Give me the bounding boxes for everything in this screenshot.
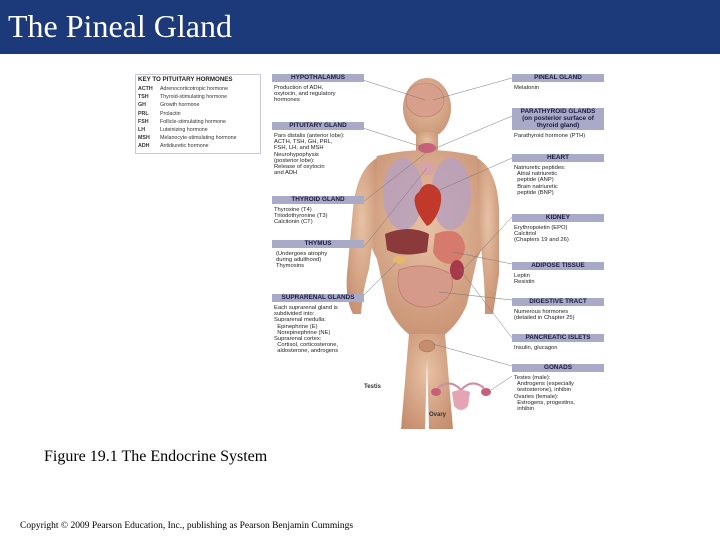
thyroid-shape [418, 143, 436, 153]
liver-shape [385, 229, 429, 255]
pituitary-text: Pars distalis (anterior lobe): ACTH, TSH… [274, 133, 345, 177]
key-abbr: ACTH [138, 86, 153, 92]
pineal-text: Melatonin [514, 85, 540, 91]
kidney-box: KIDNEY Erythropoietin (EPO) Calcitriol (… [512, 214, 604, 250]
leader-lines [362, 77, 513, 391]
key-abbr: FSH [138, 118, 149, 125]
adipose-box: ADIPOSE TISSUE Leptin Resistin [512, 262, 604, 290]
gonads-heading: GONADS [512, 364, 604, 372]
digestive-heading: DIGESTIVE TRACT [512, 298, 604, 306]
hypothalamus-text: Production of ADH, oxytocin, and regulat… [274, 85, 336, 104]
parathyroid-box: PARATHYROID GLANDS (on posterior surface… [512, 108, 604, 148]
key-abbr: TSH [138, 94, 149, 101]
pituitary-box: PITUITARY GLAND Pars distalis (anterior … [272, 122, 364, 190]
key-name: Thyroid-stimulating hormone [160, 94, 228, 101]
digestive-text: Numerous hormones (detailed in Chapter 2… [514, 309, 575, 322]
suprarenal-text: Each suprarenal gland is subdivided into… [274, 305, 339, 355]
testis-shape [418, 339, 436, 353]
copyright-notice: Copyright © 2009 Pearson Education, Inc.… [20, 521, 354, 531]
legs-shape [401, 334, 453, 429]
digestive-box: DIGESTIVE TRACT Numerous hormones (detai… [512, 298, 604, 326]
ovary-label: Ovary [429, 412, 447, 418]
heart-text: Natriuretic peptides: Atrial natriuretic… [514, 165, 566, 196]
left-lung [383, 158, 423, 230]
hypothalamus-heading: HYPOTHALAMUS [272, 74, 364, 82]
pineal-box: PINEAL GLAND Melatonin [512, 74, 604, 96]
key-heading: KEY TO PITUITARY HORMONES [138, 76, 233, 83]
key-name: Follicle-stimulating hormone [160, 118, 226, 125]
pituitary-heading: PITUITARY GLAND [272, 122, 364, 130]
body-illustration [346, 78, 499, 429]
hypothalamus-box: HYPOTHALAMUS Production of ADH, oxytocin… [272, 74, 364, 114]
stomach-shape [433, 230, 465, 264]
kidney-heading: KIDNEY [512, 214, 604, 222]
key-abbr: ADH [138, 143, 150, 150]
thymus-text: (Undergoes atrophy during adulthood) Thy… [276, 251, 328, 270]
parathyroid-heading: PARATHYROID GLANDS (on posterior surface… [512, 108, 604, 130]
key-abbr: PRL [138, 110, 149, 117]
thyroid-heading: THYROID GLAND [272, 196, 364, 204]
pancreatic-box: PANCREATIC ISLETS Insulin, glucagon [512, 334, 604, 356]
key-name: Antidiuretic hormone [160, 143, 209, 150]
key-abbr: LH [138, 127, 146, 133]
pancreatic-text: Insulin, glucagon [514, 345, 558, 351]
ovary-illustration [431, 382, 491, 410]
heart-box: HEART Natriuretic peptides: Atrial natri… [512, 154, 604, 198]
thyroid-box: THYROID GLAND Thyroxine (T4) Triiodothyr… [272, 196, 364, 230]
suprarenal-heading: SUPRARENAL GLANDS [272, 294, 364, 302]
key-name: Adrenocorticotropic hormone [160, 86, 229, 92]
adipose-text: Leptin Resistin [514, 273, 535, 286]
key-abbr: MSH [138, 135, 150, 142]
key-box: KEY TO PITUITARY HORMONES ACTH Adrenocort… [135, 74, 261, 154]
heart-shape [414, 184, 442, 226]
figure-caption: Figure 19.1 The Endocrine System [44, 448, 268, 465]
pancreatic-heading: PANCREATIC ISLETS [512, 334, 604, 342]
kidney-shape [450, 260, 464, 280]
adrenal-shape [393, 256, 405, 264]
testis-label: Testis [364, 384, 381, 390]
kidney-text: Erythropoietin (EPO) Calcitriol (Chapter… [514, 225, 569, 244]
thyroid-text: Thyroxine (T4) Triiodothyronine (T3) Cal… [274, 207, 328, 226]
heart-heading: HEART [512, 154, 604, 162]
gonads-text: Testes (male): Androgens (especially tes… [514, 375, 575, 413]
pineal-heading: PINEAL GLAND [512, 74, 604, 82]
key-name: Prolactin [160, 110, 181, 117]
gonads-box: GONADS Testes (male): Androgens (especia… [512, 364, 604, 416]
slide-title: The Pineal Gland [8, 8, 232, 44]
parathyroid-text: Parathyroid hormone (PTH) [514, 133, 586, 139]
key-abbr: GH [138, 102, 146, 109]
endocrine-figure: KEY TO PITUITARY HORMONES ACTH Adrenocort… [133, 72, 606, 429]
key-name: Growth hormone [160, 102, 200, 109]
key-name: Luteinizing hormone [160, 127, 208, 133]
key-name: Melanocyte-stimulating hormone [160, 135, 237, 142]
adipose-heading: ADIPOSE TISSUE [512, 262, 604, 270]
thymus-box: THYMUS (Undergoes atrophy during adultho… [272, 240, 364, 278]
right-arm-shape [477, 158, 499, 314]
intestine-shape [397, 265, 453, 308]
right-lung [431, 158, 471, 230]
suprarenal-box: SUPRARENAL GLANDS Each suprarenal gland … [272, 294, 364, 366]
thymus-heading: THYMUS [272, 240, 364, 248]
title-bar: The Pineal Gland [0, 0, 720, 54]
